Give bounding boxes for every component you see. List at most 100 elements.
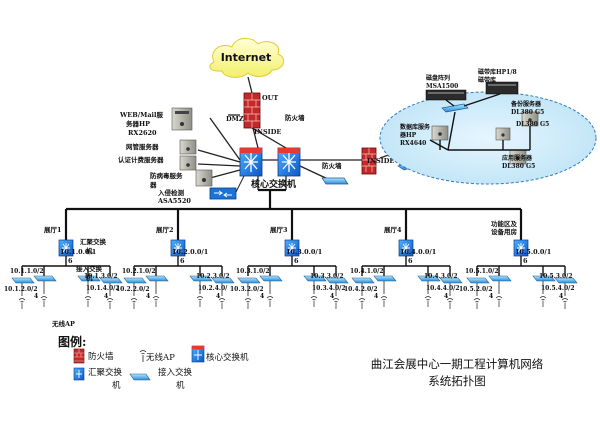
hall-name: 设备用房 [491,227,518,236]
access-switch [325,277,349,284]
hall-subnet: 10.4.0.0/1 [400,248,436,256]
legend-ap-icon [139,350,147,362]
hall-group [351,239,463,309]
inside-top-label: INSIDE [254,128,281,136]
svg-text:务器HP: 务器HP [126,119,150,128]
svg-text:器HP: 器HP [399,131,417,139]
agg-switch [170,239,186,257]
legend-agg-label: 汇聚交换 [88,368,123,378]
subnet-label: 4 [146,293,150,300]
svg-text:器: 器 [149,180,157,189]
core-switch-right [277,147,301,177]
wireless-ap-icon [358,298,366,309]
subnet-label: 4 [330,293,334,300]
firewall-mid-label: 防火墙 [322,161,342,170]
svg-text:RX4640: RX4640 [400,140,426,147]
wireless-ap-icon [424,296,432,307]
access-switch [189,275,213,282]
auth-label: 认证计费服务器 [118,155,164,164]
agg-switch-label: 汇聚交换 [80,237,107,246]
hall-group [123,239,235,309]
hall-subnet: 10.2.0.0/1 [172,248,208,256]
hall-name: 展厅4 [383,225,402,234]
dmz-label: DMZ [226,115,244,123]
firewall-right [361,147,377,175]
hall-subnet: 6 [294,257,299,265]
access-links [21,256,111,276]
subnet-label: 10.2.4.0/ [198,285,228,292]
subnet-label: 10.3.2.0/2 [230,286,264,293]
subnet-label: 10.4.4.0/2 [426,285,460,292]
svg-text:应用服务器: 应用服务器 [502,154,533,162]
web-label-3: RX2620 [128,129,157,137]
svg-text:DL380 G5: DL380 G5 [502,163,535,170]
hall-subnet: 6 [68,257,73,265]
access-switch [439,277,463,284]
app-label-2: DL380 G5 [502,163,535,170]
hall-subnet: 6 [180,257,185,265]
wireless-ap-icon [218,298,226,309]
subnet-label: 10.3.1.0/2 [236,268,270,275]
access-switch-label: 接入交换 [76,264,103,273]
dl380-server [495,127,511,141]
access-links [361,256,451,276]
ids-label-2: ASA5520 [157,197,191,205]
subnet-label: 4 [260,293,264,300]
access-switch [99,277,123,284]
subnet-label: 10.1.2.0/2 [4,286,38,293]
backup-label-2: DL380 G5 [511,109,544,116]
svg-text:数据库服务: 数据库服务 [400,123,431,131]
wireless-ap-icon [130,298,138,309]
tape-library [485,81,519,95]
tape-label-2: 磁带库 [478,76,496,84]
access-switch [554,277,578,284]
db-label-3: RX4640 [400,140,426,147]
subnet-label: 4 [216,293,220,300]
agg-switch [513,239,529,257]
dc-links [429,93,531,151]
svg-text:防病毒服务: 防病毒服务 [150,171,183,180]
access-switch [237,277,261,284]
legend-access-label: 接入交换 [158,368,193,378]
diagram-title-line-1: 曲江会展中心一期工程计算机网络 [370,357,544,371]
subnet-label: 10.5.4.0/2 [541,285,575,292]
legend-firewall-icon [73,348,85,364]
subnet-label: 10.2.2.0/2 [116,286,150,293]
subnet-label: 10.4.2.0/2 [344,286,378,293]
wireless-ap-label: 无线AP [51,319,75,328]
agg-switch [58,239,74,257]
access-links [247,256,337,276]
wireless-ap-icon [152,296,160,307]
db-label-1: 数据库服务 [400,123,431,131]
hall-groups: 展厅110.1.0.0/16汇聚交换机接入交换机10.1.1.0/210.1.2… [4,219,578,328]
svg-text:备份服务器: 备份服务器 [510,100,542,108]
wireless-ap-icon [495,296,503,307]
hall-name: 功能区及 [491,219,518,228]
hall-group [11,239,123,309]
access-switch [417,275,441,282]
hall-subnet: 10.3.0.0/1 [286,248,322,256]
wireless-ap-icon [310,296,318,307]
network-mgmt-label: 网管服务器 [126,142,159,151]
access-switch [11,277,35,284]
wireless-ap-icon [266,296,274,307]
subnet-label: 4 [559,293,563,300]
disk-array [425,89,467,101]
core-switch-label: 核心交换机 [251,178,296,190]
access-switch [488,275,512,282]
subnet-label: 10.3.4.0/2 [312,285,346,292]
svg-text:入侵检测: 入侵检测 [157,188,185,197]
agg-switch-label: 机 [86,246,93,255]
db-label-2: 器HP [399,131,417,139]
legend-agg-label-2: 机 [112,381,121,391]
wireless-ap-icon [18,298,26,309]
subnet-label: 10.4.3.0/2 [424,273,458,280]
antivirus-server [195,169,213,187]
subnet-label: 10.4.1.0/2 [350,268,384,275]
subnet-label: 10.2.1.0/2 [122,268,156,275]
internet-label: Internet [221,51,272,64]
svg-text:MSA1500: MSA1500 [426,83,458,90]
legend-access-label-2: 机 [176,381,185,391]
dl380-label: DL380 G5 [516,121,549,128]
